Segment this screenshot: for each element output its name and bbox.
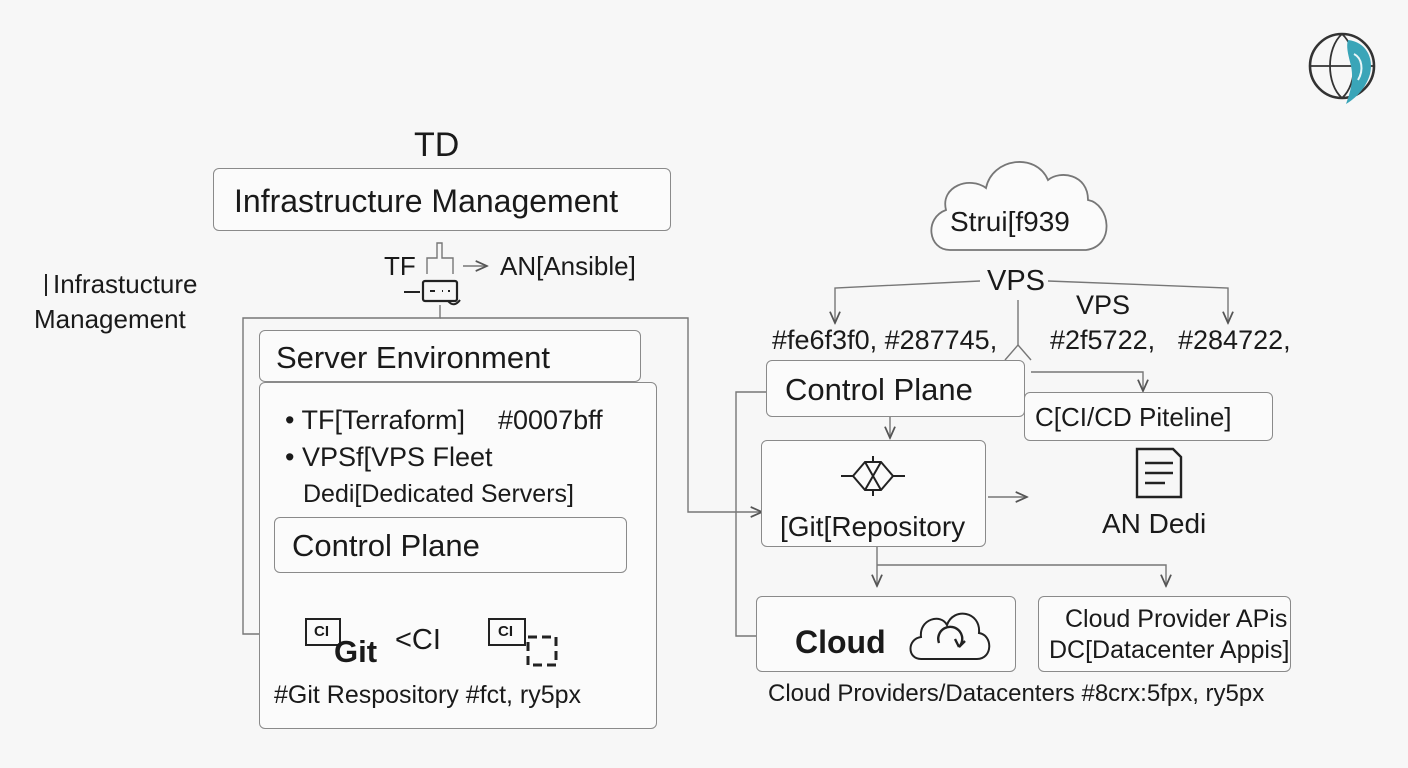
- ci-badge-right: CI: [488, 618, 526, 646]
- vps-down-left: [1004, 300, 1019, 361]
- side-caption-line1-text: Infrastucture: [53, 269, 198, 299]
- sync-cycle-icon: [909, 612, 991, 660]
- ci-badge-right-text: CI: [498, 623, 513, 640]
- ci-center-label: <CI: [395, 624, 441, 656]
- ci-badge-left-text: CI: [314, 623, 329, 640]
- vps-right-arrow: [1047, 280, 1228, 323]
- server-icon: [404, 279, 461, 306]
- vps-down-right: [1017, 344, 1032, 361]
- ci-badge-left: CI: [305, 618, 341, 646]
- server-environment-box: Server Environment: [259, 330, 641, 382]
- server-environment-panel: • TF[Terraform] #0007bff • VPSf[VPS Flee…: [259, 382, 657, 729]
- server-environment-title: Server Environment: [276, 340, 550, 375]
- right-control-plane-box: Control Plane: [766, 360, 1025, 417]
- globe-bird-logo-icon: [1308, 32, 1376, 104]
- cloud-shape: [930, 161, 1108, 251]
- cicd-pipeline-box: C[CI/CD Pitеline]: [1024, 392, 1273, 441]
- infrastructure-management-title: Infrastructure Management: [234, 183, 619, 219]
- vps-center-label: VPS: [987, 265, 1046, 297]
- vps-right-label: VPS: [1076, 290, 1131, 320]
- datacenter-apis-title: DC[Datacenter Appis]: [1049, 636, 1290, 664]
- right-control-plane-title: Control Plane: [785, 372, 973, 407]
- left-control-plane-title: Control Plane: [292, 528, 480, 563]
- an-dedi-label: AN Dedi: [1102, 508, 1207, 539]
- container-box-icon: [526, 635, 558, 667]
- cloud-box: Cloud: [756, 596, 1016, 672]
- vps-fleet-bullet: • VPSf[VPS Fleet: [285, 442, 493, 472]
- color-codes-b: #2f5722,: [1050, 325, 1156, 355]
- terraform-color-code: #0007bff: [498, 405, 603, 435]
- ansible-label: AN[Ansible]: [500, 251, 636, 281]
- tf-label: TF: [384, 251, 416, 281]
- cloud-label: Strui[f939: [950, 206, 1070, 237]
- document-icon: [1135, 447, 1183, 499]
- git-label: Git: [334, 634, 378, 669]
- left-footer-text: #Git Respository #fct, ry5px: [274, 681, 582, 709]
- cicd-pipeline-title: C[CI/CD Pitеline]: [1035, 402, 1232, 432]
- vps-left-arrow: [835, 280, 981, 323]
- git-repository-title: [Git[Repository: [780, 511, 966, 542]
- side-caption-line1: Infrastucture: [45, 271, 198, 297]
- git-to-apis-arrow: [877, 564, 1166, 586]
- dedicated-servers-line: Dedi[Dedicated Servers]: [303, 480, 574, 508]
- cloud-title: Cloud: [795, 624, 886, 660]
- to-cicd-arrow: [1031, 371, 1143, 391]
- left-to-git-line: [440, 317, 762, 512]
- left-control-plane-box: Control Plane: [274, 517, 627, 573]
- side-caption-line2: Management: [34, 304, 186, 334]
- git-repository-box: [Git[Repository: [761, 440, 986, 547]
- diagram-top-label: TD: [414, 126, 460, 164]
- tf-bracket: [426, 242, 454, 274]
- color-codes-c: #284722,: [1178, 325, 1291, 355]
- color-codes-a: #fe6f3f0, #287745,: [772, 325, 998, 355]
- terraform-bullet: • TF[Terraform]: [285, 405, 465, 435]
- right-loop-line: [735, 391, 767, 637]
- right-footer-text: Cloud Providers/Datacenters #8crx:5fpx, …: [768, 680, 1265, 707]
- infrastructure-management-box: Infrastructure Management: [213, 168, 671, 231]
- cloud-provider-apis-title: Cloud Provider APis: [1065, 605, 1288, 633]
- network-diamond-icon: [841, 456, 905, 496]
- cloud-provider-apis-box: Cloud Provider APis DC[Datacenter Appis]: [1038, 596, 1291, 672]
